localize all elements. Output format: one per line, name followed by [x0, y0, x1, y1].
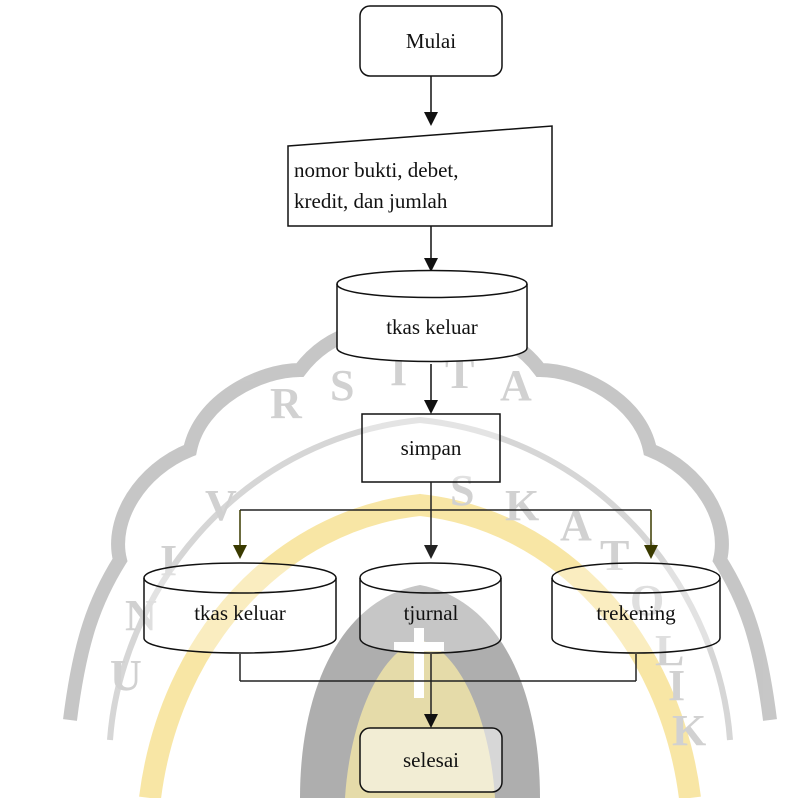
- watermark-letter: S: [450, 466, 474, 515]
- watermark-letter: A: [560, 501, 592, 550]
- arrowhead: [424, 258, 438, 272]
- database-right-label: trekening: [596, 601, 676, 625]
- watermark-letter: I: [668, 661, 685, 710]
- input-manual-input: [287, 125, 553, 227]
- database-tkas-keluar-main: [336, 269, 528, 363]
- watermark-gold-band: [139, 493, 701, 800]
- database-main-label: tkas keluar: [386, 315, 478, 339]
- watermark-letter: I: [160, 536, 177, 585]
- end-terminator: [359, 727, 503, 793]
- database-trekening: [551, 562, 721, 654]
- watermark-letter: T: [600, 531, 629, 580]
- process-simpan: [361, 413, 501, 483]
- watermark-letter: U: [110, 651, 142, 700]
- arrowhead: [424, 714, 438, 728]
- database-tjurnal: [359, 562, 502, 654]
- arrowhead: [424, 112, 438, 126]
- watermark-letter: S: [330, 361, 354, 410]
- watermark-letter: N: [125, 591, 157, 640]
- process-label: simpan: [401, 436, 462, 460]
- database-left-label: tkas keluar: [194, 601, 286, 625]
- watermark-cross-horizontal: [394, 642, 444, 651]
- input-label-line2: kredit, dan jumlah: [294, 189, 448, 213]
- arrowhead: [424, 545, 438, 559]
- watermark-inner-ring: [107, 416, 733, 741]
- input-label-line1: nomor bukti, debet,: [294, 158, 458, 182]
- watermark-letter: A: [500, 361, 532, 410]
- database-middle-label: tjurnal: [404, 601, 459, 625]
- watermark-cross-vertical: [414, 628, 424, 698]
- watermark-letter: K: [505, 481, 539, 530]
- end-label: selesai: [403, 748, 459, 772]
- arrowhead: [233, 545, 247, 559]
- watermark-letter: R: [270, 379, 303, 428]
- arrowhead: [424, 400, 438, 414]
- watermark-letter: K: [672, 706, 706, 755]
- database-tkas-keluar: [143, 562, 337, 654]
- arrowhead: [644, 545, 658, 559]
- start-label: Mulai: [406, 29, 456, 53]
- watermark-letter: O: [630, 576, 664, 625]
- watermark-letter: V: [205, 481, 237, 530]
